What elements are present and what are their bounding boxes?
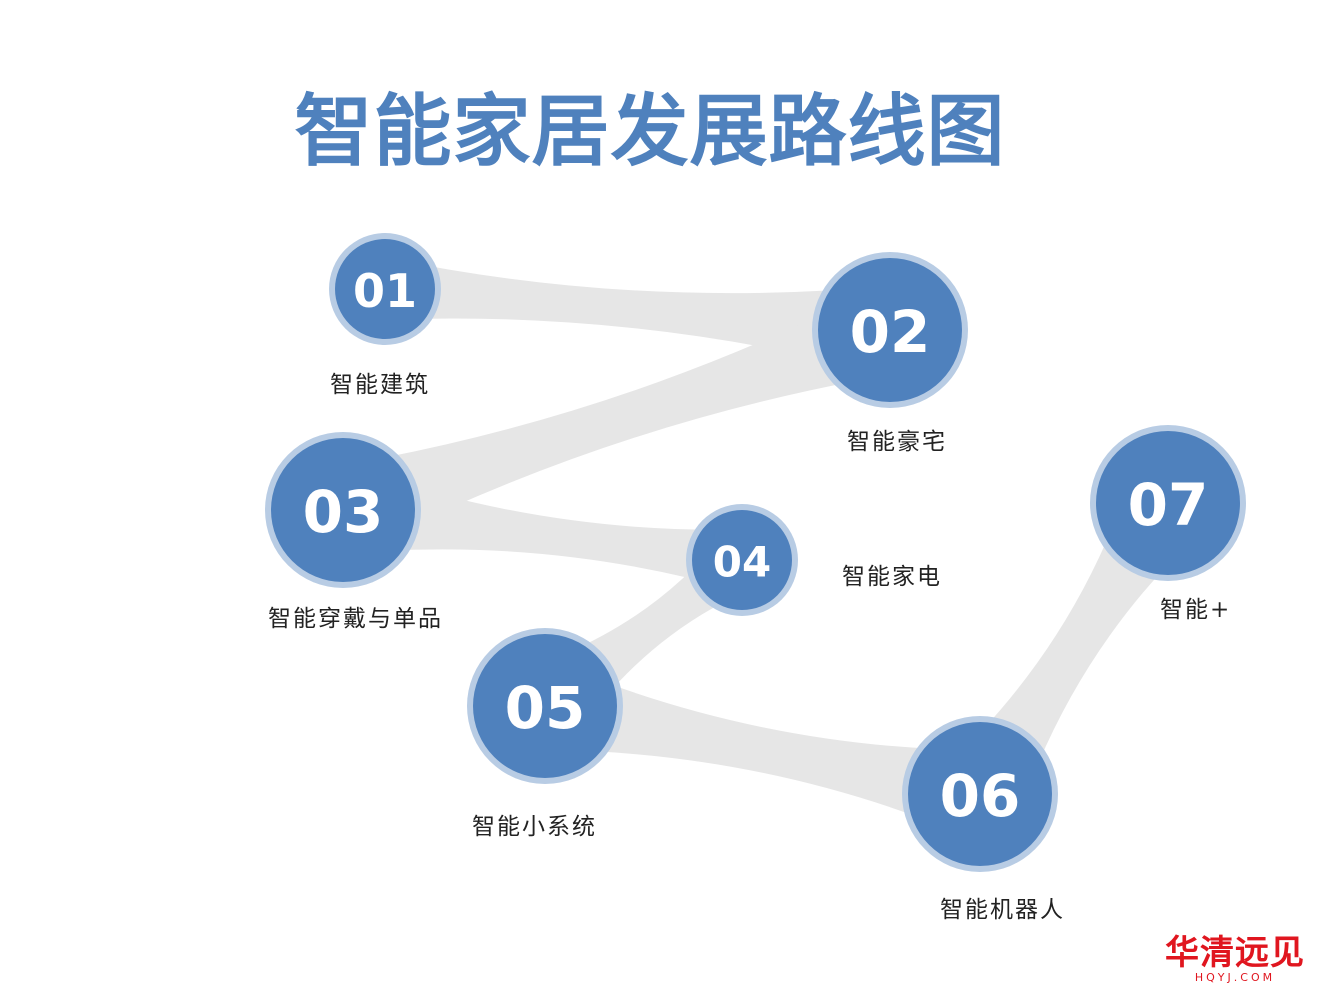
stage-label-06: 智能机器人 (940, 897, 1065, 923)
brand-logo: 华清远见 HQYJ.COM (1160, 934, 1310, 984)
stage-node-core (335, 239, 435, 339)
stage-node-05: 05 (467, 628, 623, 784)
node-layer: 01 02 03 04 05 06 07 (265, 233, 1246, 872)
stage-number: 04 (713, 538, 771, 587)
connector-2-3 (329, 287, 904, 553)
stage-node-core (1096, 431, 1240, 575)
stage-label-05: 智能小系统 (472, 814, 597, 840)
stage-label-02: 智能豪宅 (847, 429, 947, 455)
stage-label-04: 智能家电 (842, 564, 942, 590)
stage-node-core (908, 722, 1052, 866)
stage-node-06: 06 (902, 716, 1058, 872)
stage-number: 02 (850, 298, 931, 366)
stage-node-03: 03 (265, 432, 421, 588)
stage-number: 03 (303, 478, 384, 546)
stage-number: 06 (940, 762, 1021, 830)
stage-label-01: 智能建筑 (330, 372, 430, 398)
stage-node-04: 04 (686, 504, 798, 616)
stage-node-07: 07 (1090, 425, 1246, 581)
stage-node-core (818, 258, 962, 402)
stage-label-03: 智能穿戴与单品 (268, 606, 443, 632)
page-title: 智能家居发展路线图 (294, 87, 1006, 177)
stage-number: 01 (353, 264, 417, 318)
stage-node-01: 01 (329, 233, 441, 345)
stage-label-07: 智能+ (1160, 597, 1232, 623)
brand-domain: HQYJ.COM (1194, 971, 1276, 984)
stage-node-02: 02 (812, 252, 968, 408)
stage-node-core (692, 510, 792, 610)
stage-node-core (271, 438, 415, 582)
connector-3-4 (337, 465, 746, 591)
connector-5-6 (536, 662, 989, 838)
stage-number: 07 (1128, 471, 1209, 539)
stage-node-core (473, 634, 617, 778)
brand-name: 华清远见 (1165, 933, 1305, 973)
stage-number: 05 (505, 674, 586, 742)
